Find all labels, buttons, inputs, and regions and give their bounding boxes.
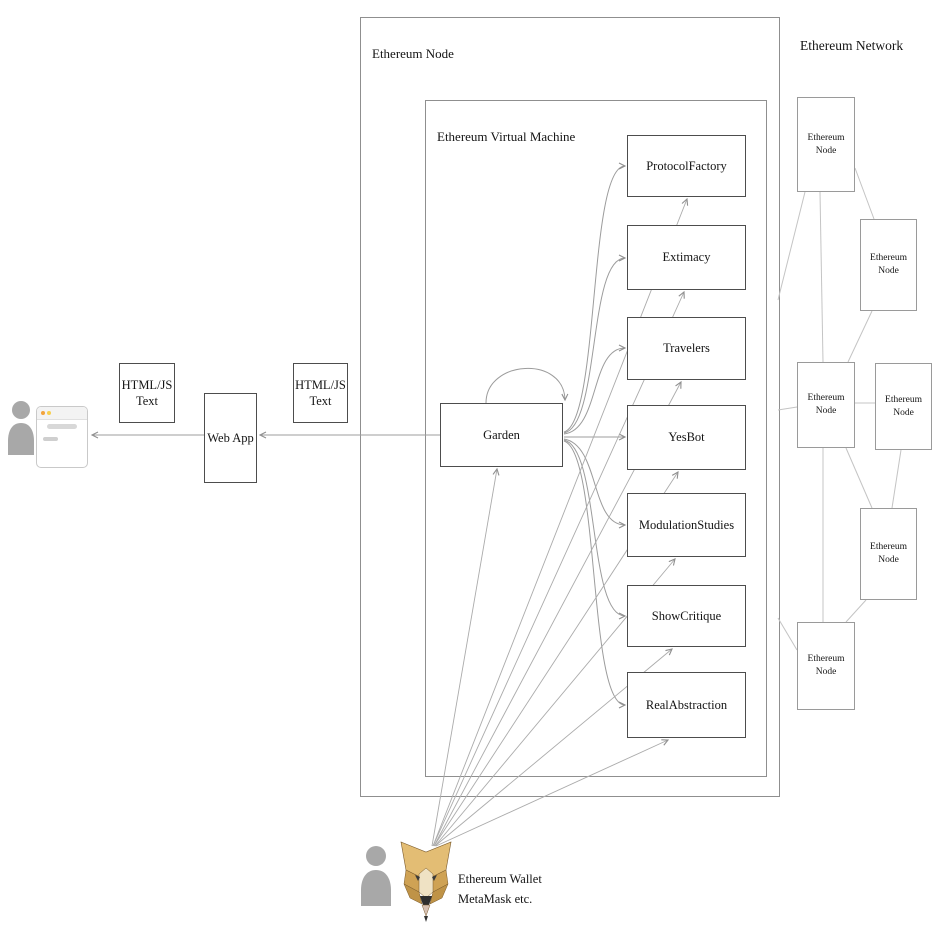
ethereum-network-label: Ethereum Network xyxy=(800,38,904,53)
edge-garden-travelers xyxy=(563,344,627,435)
contract-box-showcritique: ShowCritique xyxy=(627,585,746,647)
network-node-6: Ethereum Node xyxy=(797,622,855,710)
edge-node-netA xyxy=(777,191,806,301)
garden-call-curves xyxy=(485,162,627,709)
metamask-fox-icon xyxy=(400,841,452,922)
contract-box-yesbot: YesBot xyxy=(627,405,746,470)
wallet-caption-line2: MetaMask etc. xyxy=(458,892,533,906)
web-app-box: Web App xyxy=(204,393,257,483)
browser-content-placeholder xyxy=(43,437,58,441)
edge-netC-netE xyxy=(845,447,873,509)
contract-box-protocolfactory: ProtocolFactory xyxy=(627,135,746,197)
wallet-caption: Ethereum Wallet MetaMask etc. xyxy=(458,869,542,909)
network-node-4: Ethereum Node xyxy=(875,363,932,450)
edge-wallet-extimacy xyxy=(432,290,685,847)
browser-titlebar xyxy=(37,407,87,420)
user-icon xyxy=(8,401,34,455)
network-edges xyxy=(777,167,902,651)
garden-contract-box: Garden xyxy=(440,403,563,467)
evm-label: Ethereum Virtual Machine xyxy=(437,129,576,144)
browser-urlbar xyxy=(47,424,77,429)
edge-netA-netC xyxy=(819,191,824,363)
edge-netE-netF xyxy=(845,599,867,623)
edge-netD-netE xyxy=(891,449,902,509)
htmljs-text-box-2: HTML/JS Text xyxy=(293,363,348,423)
edge-node-netF xyxy=(777,617,798,651)
edge-wallet-garden xyxy=(431,467,500,847)
contract-box-travelers: Travelers xyxy=(627,317,746,380)
browser-dot-orange-icon xyxy=(41,411,45,415)
network-node-5: Ethereum Node xyxy=(860,508,917,600)
edge-garden-realabstraction xyxy=(563,440,627,709)
ethereum-node-container xyxy=(360,17,780,797)
edge-garden-self-loop xyxy=(485,367,569,404)
browser-dot-yellow-icon xyxy=(47,411,51,415)
htmljs-text-box-1: HTML/JS Text xyxy=(119,363,175,423)
edge-garden-showcritique xyxy=(563,439,627,620)
network-node-3: Ethereum Node xyxy=(797,362,855,448)
browser-window-icon xyxy=(36,406,88,468)
wallet-user-icon xyxy=(361,846,391,906)
network-node-2: Ethereum Node xyxy=(860,219,917,311)
edge-node-netC xyxy=(777,406,798,411)
contract-box-modulationstudies: ModulationStudies xyxy=(627,493,746,557)
edge-netA-netB xyxy=(854,167,875,220)
contract-box-realabstraction: RealAbstraction xyxy=(627,672,746,738)
edge-netB-netC xyxy=(847,310,873,363)
evm-container xyxy=(425,100,767,777)
edge-wallet-protocolfactory xyxy=(432,197,689,847)
network-node-1: Ethereum Node xyxy=(797,97,855,192)
wallet-caption-line1: Ethereum Wallet xyxy=(458,872,542,886)
edge-garden-extimacy xyxy=(563,254,627,434)
contract-box-extimacy: Extimacy xyxy=(627,225,746,290)
edge-wallet-realabstraction xyxy=(435,739,670,847)
edge-garden-protocolfactory xyxy=(563,162,627,433)
edge-garden-modulationstudies xyxy=(563,438,627,529)
ethereum-node-label: Ethereum Node xyxy=(372,46,454,61)
